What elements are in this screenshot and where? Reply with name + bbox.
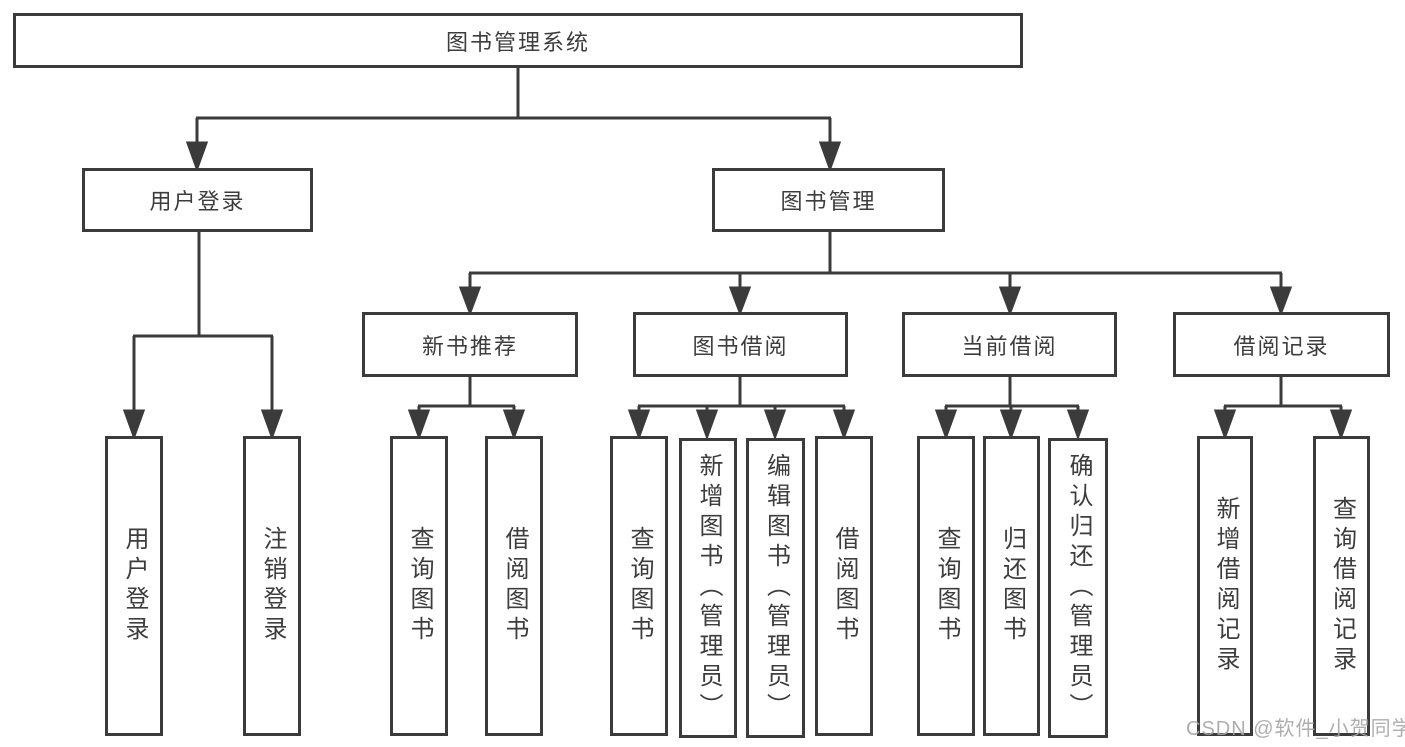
node-user-login: 用户登录 xyxy=(82,168,313,232)
node-book-management: 图书管理 xyxy=(712,168,945,232)
leaf-borrow-borrow-books: 借阅图书 xyxy=(815,436,873,736)
node-borrow-records: 借阅记录 xyxy=(1173,312,1390,377)
leaf-borrow-edit-books-admin: 编辑图书（管理员） xyxy=(746,438,805,738)
leaf-current-return-books: 归还图书 xyxy=(983,436,1040,736)
leaf-user-login: 用户登录 xyxy=(105,436,163,736)
node-current-borrow: 当前借阅 xyxy=(902,312,1117,377)
node-root: 图书管理系统 xyxy=(13,13,1023,68)
leaf-logout: 注销登录 xyxy=(243,436,301,736)
leaf-current-query-books: 查询图书 xyxy=(917,436,975,736)
node-new-book-recommend: 新书推荐 xyxy=(362,312,578,377)
leaf-records-add-record: 新增借阅记录 xyxy=(1197,436,1253,736)
leaf-recommend-borrow-books: 借阅图书 xyxy=(485,436,543,736)
leaf-borrow-query-books: 查询图书 xyxy=(610,436,668,736)
leaf-borrow-add-books-admin: 新增图书（管理员） xyxy=(679,438,737,738)
leaf-records-query-record: 查询借阅记录 xyxy=(1313,436,1370,736)
leaf-current-confirm-return-admin: 确认归还（管理员） xyxy=(1048,438,1108,738)
csdn-watermark: CSDN @软件_小贺同学 xyxy=(1186,718,1405,740)
leaf-recommend-query-books: 查询图书 xyxy=(390,436,448,736)
node-book-borrow: 图书借阅 xyxy=(633,312,848,377)
